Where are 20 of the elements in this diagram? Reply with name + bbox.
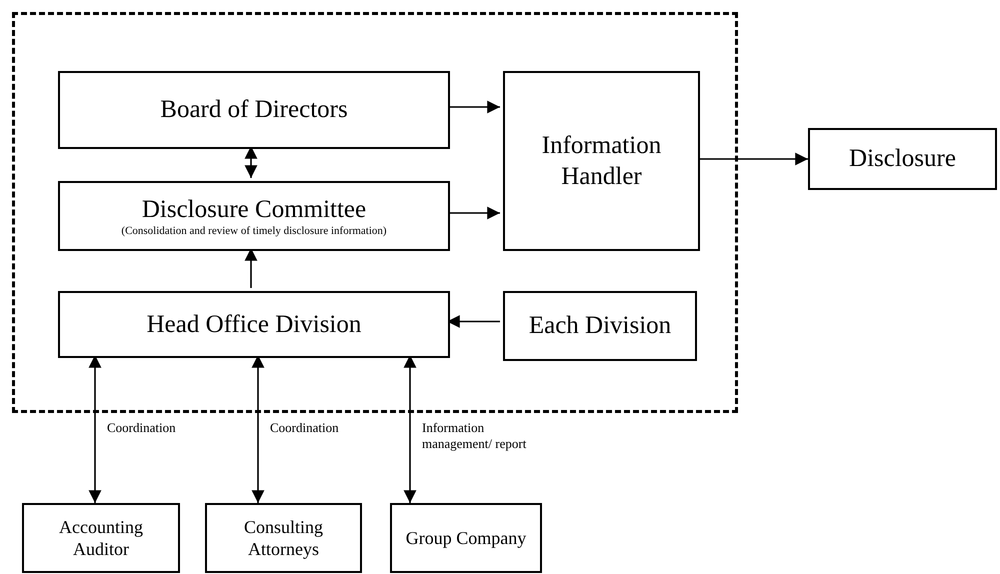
box-title: Consulting Attorneys (242, 516, 324, 560)
box-title: Information Handler (540, 130, 662, 192)
box-title: Disclosure Committee (140, 194, 368, 224)
process-box (503, 71, 700, 251)
process-box (22, 503, 180, 573)
box-title: Group Company (404, 526, 528, 550)
box-title: Accounting Auditor (58, 516, 144, 560)
box-title: Head Office Division (146, 310, 362, 340)
box-title: Disclosure (848, 144, 957, 174)
process-box (390, 503, 542, 573)
process-box (58, 291, 450, 358)
box-title: Each Division (528, 311, 672, 342)
process-box (58, 181, 450, 251)
process-box (205, 503, 362, 573)
box-subtitle: (Consolidation and review of timely disclosure information) (120, 224, 388, 238)
process-box (808, 128, 997, 190)
box-title: Board of Directors (159, 95, 349, 126)
dashed-boundary (12, 12, 738, 413)
process-box (503, 291, 697, 361)
process-box (58, 71, 450, 149)
